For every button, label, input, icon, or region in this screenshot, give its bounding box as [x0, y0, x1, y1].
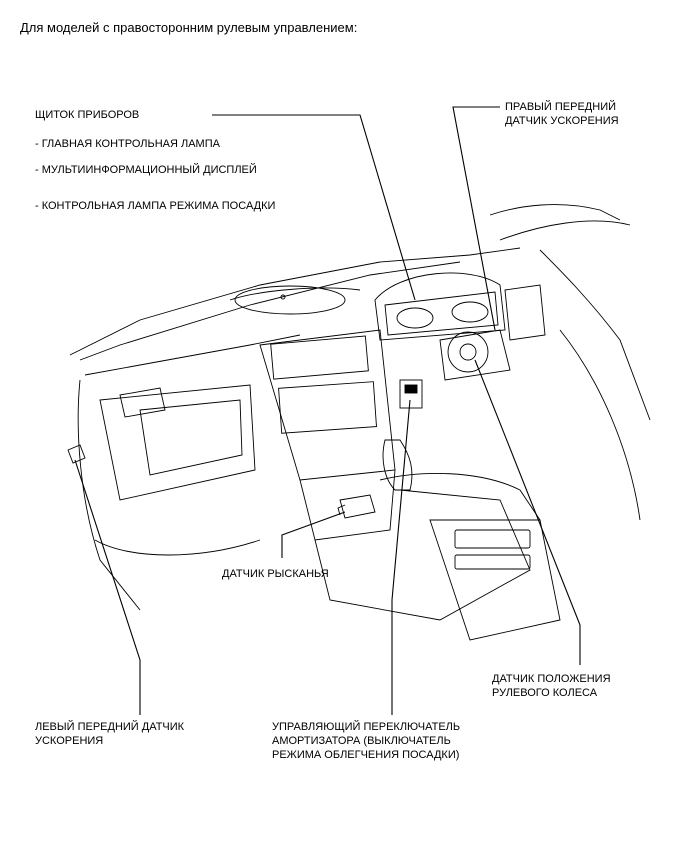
rear-vent-2	[454, 554, 531, 570]
left-vent	[119, 387, 166, 418]
label-right-front-sensor: ПРАВЫЙ ПЕРЕДНИЙ ДАТЧИК УСКОРЕНИЯ	[505, 101, 619, 127]
label-cluster-item-2: - МУЛЬТИИНФОРМАЦИОННЫЙ ДИСПЛЕЙ	[35, 164, 257, 176]
leader-right-front-sensor	[452, 106, 500, 331]
leader-instrument-cluster	[212, 114, 416, 301]
label-left-front-sensor: ЛЕВЫЙ ПЕРЕДНИЙ ДАТЧИК УСКОРЕНИЯ	[35, 721, 185, 747]
rear-vent-1	[454, 529, 531, 549]
label-cluster-item-3: - КОНТРОЛЬНАЯ ЛАМПА РЕЖИМА ПОСАДКИ	[35, 200, 276, 212]
leader-steering-sensor	[474, 359, 581, 665]
center-stack-lower	[299, 469, 396, 541]
leader-left-front-sensor	[74, 459, 141, 715]
label-yaw-sensor: ДАТЧИК РЫСКАНЬЯ	[222, 568, 329, 580]
dash-lower-left	[77, 379, 141, 611]
dash-lower-left-2	[94, 539, 261, 556]
yaw-sensor-plug	[337, 504, 346, 516]
left-sensor-body	[67, 444, 86, 464]
leader-yaw-sensor	[281, 511, 346, 558]
steering-sensor-ring	[447, 331, 489, 373]
cluster-gauge-right	[451, 301, 489, 323]
yaw-sensor-body	[339, 494, 376, 519]
dash-top	[79, 261, 461, 361]
door-right	[559, 329, 641, 521]
glovebox-inner	[139, 399, 243, 476]
cluster-hood	[374, 272, 506, 341]
absorber-switch-button	[404, 384, 418, 394]
label-instrument-cluster: ЩИТОК ПРИБОРОВ	[35, 109, 140, 121]
steering-column	[439, 329, 511, 381]
shifter	[382, 439, 413, 491]
cluster-face	[384, 291, 499, 336]
dash-front-edge	[84, 334, 301, 376]
page-heading: Для моделей с правосторонним рулевым упр…	[20, 20, 358, 35]
console-top	[379, 473, 541, 521]
absorber-switch-panel	[399, 379, 423, 409]
dash-speaker	[234, 285, 346, 315]
cluster-gauge-left	[396, 307, 434, 329]
center-screen	[270, 335, 369, 380]
steering-sensor-hub	[459, 343, 477, 361]
console	[314, 489, 531, 621]
dash-vent-top	[229, 287, 361, 301]
a-pillar-right-inner	[499, 220, 631, 241]
windshield-edge	[69, 247, 521, 356]
roof-right	[539, 249, 651, 421]
label-cluster-item-1: - ГЛАВНАЯ КОНТРОЛЬНАЯ ЛАМПА	[35, 138, 220, 150]
label-steering-sensor: ДАТЧИК ПОЛОЖЕНИЯ РУЛЕВОГО КОЛЕСА	[492, 673, 611, 699]
label-absorber-switch: УПРАВЛЯЮЩИЙ ПЕРЕКЛЮЧАТЕЛЬ АМОРТИЗАТОРА (…	[272, 721, 461, 761]
console-rear	[429, 519, 561, 641]
dash-sensor-dot	[280, 294, 286, 300]
a-pillar-right	[489, 204, 621, 221]
center-controls	[278, 381, 377, 434]
glovebox	[99, 384, 256, 501]
leader-absorber-switch	[391, 399, 411, 715]
right-pillar-bracket	[504, 284, 546, 341]
